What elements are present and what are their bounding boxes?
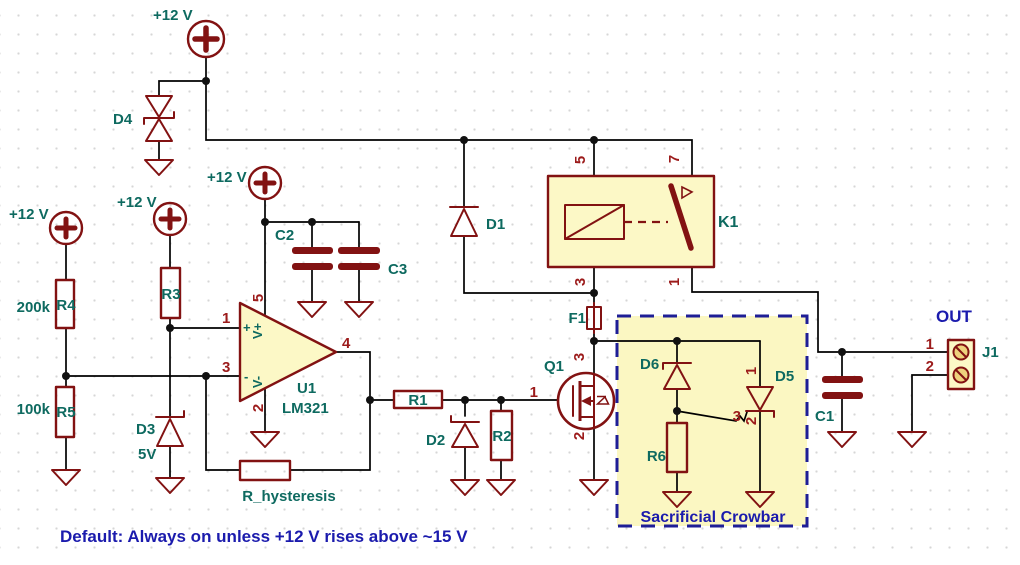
- c1-ref: C1: [815, 408, 834, 425]
- power-flag-opamp: [247, 165, 283, 201]
- u1-minus-marker: -: [244, 369, 248, 384]
- q1-ref: Q1: [544, 358, 564, 375]
- d5-pin3: 3: [733, 408, 741, 425]
- r4-ref: R4: [56, 297, 76, 314]
- capacitor-c3: [338, 247, 380, 270]
- relay-k1: [546, 174, 716, 269]
- crowbar-title: Sacrificial Crowbar: [641, 509, 786, 526]
- crowbar-box: [615, 314, 809, 528]
- r-hysteresis-ref: R_hysteresis: [242, 488, 335, 505]
- power-flag-divider: [48, 210, 84, 246]
- u1-vplus-marker: V+: [250, 322, 265, 339]
- u1-ref: U1: [297, 380, 316, 397]
- u1-pin5: 5: [250, 294, 267, 302]
- d6-ref: D6: [640, 356, 659, 373]
- q1-pin1: 1: [530, 384, 538, 401]
- d5-pin1: 1: [743, 367, 760, 375]
- k1-ref: K1: [718, 214, 739, 231]
- c2-ref: C2: [275, 227, 294, 244]
- default-note: Default: Always on unless +12 V rises ab…: [60, 527, 468, 546]
- u1-pin3: 3: [222, 359, 230, 376]
- d5-pin2: 2: [743, 417, 760, 425]
- u1-pin2: 2: [250, 404, 267, 412]
- u1-pin1: 1: [222, 310, 230, 327]
- q1-pin3: 3: [571, 353, 588, 361]
- power-label-r3: +12 V: [117, 194, 157, 211]
- resistor-r3: [159, 266, 182, 320]
- capacitor-c1: [822, 376, 863, 399]
- r5-value: 100k: [17, 401, 51, 418]
- mosfet-q1: [556, 371, 616, 431]
- out-label: OUT: [936, 307, 973, 326]
- power-flag-top: [186, 19, 226, 59]
- d4-ref: D4: [113, 111, 133, 128]
- opamp-u1: [238, 301, 338, 403]
- r3-ref: R3: [161, 286, 180, 303]
- diode-d3-zener: [155, 410, 185, 447]
- j1-ref: J1: [982, 344, 999, 361]
- j1-pin2: 2: [926, 358, 934, 375]
- connector-j1: [946, 338, 976, 391]
- d3-value: 5V: [138, 446, 156, 463]
- diode-d1: [449, 206, 479, 237]
- resistor-r6: [665, 421, 689, 474]
- resistor-r5: [54, 385, 76, 439]
- capacitor-c2: [292, 247, 333, 270]
- d5-ref: D5: [775, 368, 794, 385]
- fuse-f1: [586, 302, 602, 334]
- u1-vminus-marker: V-: [250, 376, 265, 388]
- resistor-r4: [54, 278, 76, 330]
- u1-value: LM321: [282, 400, 329, 417]
- resistor-r2: [489, 409, 514, 462]
- k1-pin3: 3: [572, 278, 589, 286]
- power-label-divider: +12 V: [9, 206, 49, 223]
- power-label-opamp: +12 V: [207, 169, 247, 186]
- r2-ref: R2: [492, 428, 511, 445]
- d2-ref: D2: [426, 432, 445, 449]
- power-flag-r3: [152, 201, 188, 237]
- u1-pin4: 4: [342, 335, 351, 352]
- resistor-r1: [392, 389, 444, 410]
- k1-pin5: 5: [572, 156, 589, 164]
- diode-d2-zener: [450, 415, 480, 448]
- u1-plus-marker: +: [243, 320, 251, 335]
- diode-d6-zener: [662, 362, 692, 390]
- labels: +12 V +12 V +12 V +12 V D4 D1 D2 D3 5V D…: [9, 7, 999, 546]
- resistor-r-hysteresis: [238, 459, 292, 482]
- diode-d4-tvs: [143, 95, 175, 142]
- junction-dots: [62, 77, 846, 415]
- k1-pin1: 1: [666, 278, 683, 286]
- ground-symbols: [51, 159, 927, 508]
- power-label-top: +12 V: [153, 7, 193, 24]
- r5-ref: R5: [56, 404, 75, 421]
- f1-ref: F1: [568, 310, 586, 327]
- thyristor-d5: [745, 386, 775, 418]
- j1-pin1: 1: [926, 336, 934, 353]
- r1-ref: R1: [408, 392, 427, 409]
- c3-ref: C3: [388, 261, 407, 278]
- d3-ref: D3: [136, 421, 155, 438]
- q1-pin2: 2: [571, 432, 588, 440]
- r6-ref: R6: [647, 448, 666, 465]
- r4-value: 200k: [17, 299, 51, 316]
- k1-pin7: 7: [666, 155, 683, 163]
- d1-ref: D1: [486, 216, 505, 233]
- wires: [65, 56, 949, 493]
